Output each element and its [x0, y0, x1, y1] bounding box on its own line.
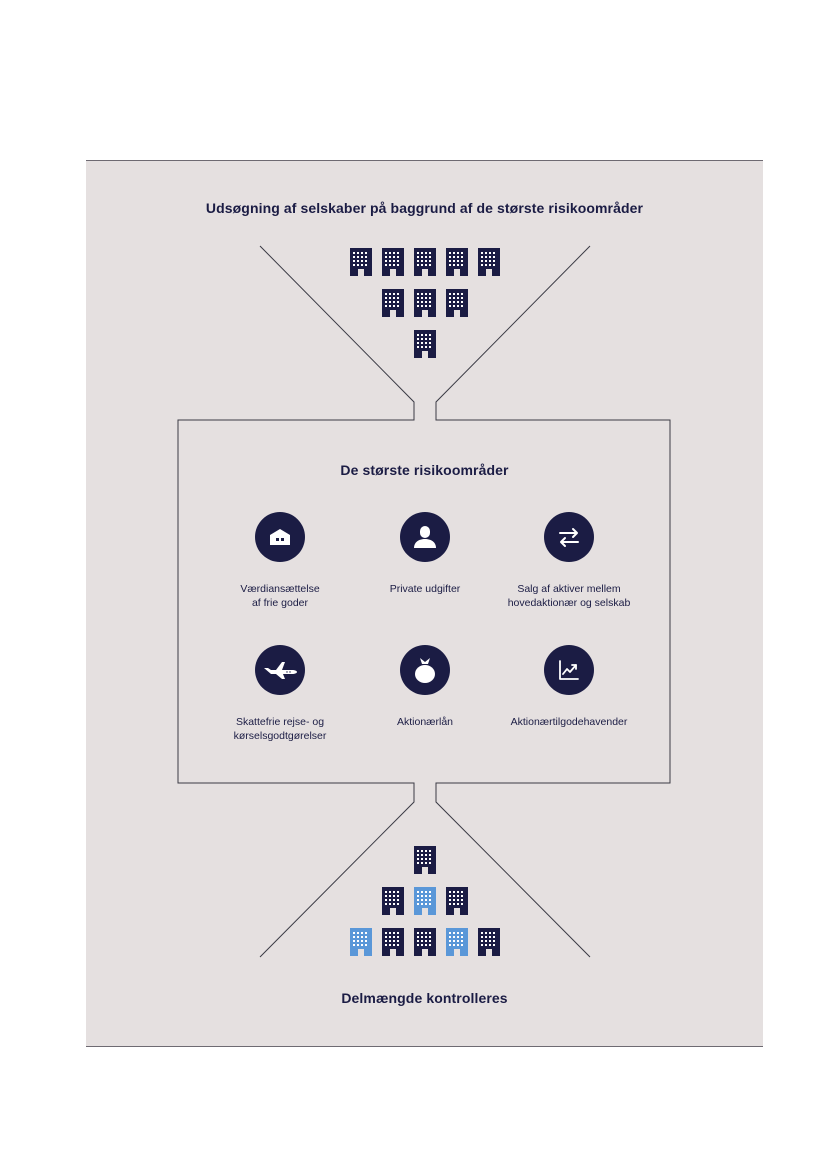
risk-area-item: Værdiansættelse af frie goder [180, 512, 380, 610]
risk-area-label: Salg af aktiver mellem hovedaktionær og … [507, 583, 631, 609]
risk-area-item: Skattefrie rejse- og kørselsgodtgørelser [180, 645, 380, 743]
building-icon [478, 248, 500, 276]
risk-area-item: Salg af aktiver mellem hovedaktionær og … [469, 512, 669, 610]
bottom-buildings [350, 846, 500, 956]
building-icon [446, 289, 468, 317]
center-title: De største risikoområder [340, 462, 509, 478]
bottom-title: Delmængde kontrolleres [341, 990, 508, 1006]
funnel-top-left-line [177, 245, 415, 958]
risk-area-label: Private udgifter [389, 583, 461, 595]
building-highlighted-icon [350, 928, 372, 956]
top-buildings [350, 248, 500, 358]
building-icon [414, 248, 436, 276]
building-icon [382, 887, 404, 915]
building-icon [414, 289, 436, 317]
person-icon [400, 512, 450, 562]
building-icon [414, 846, 436, 874]
money-bag-icon [400, 645, 450, 695]
risk-area-label: Aktionærtilgodehavender [510, 716, 628, 728]
building-icon [478, 928, 500, 956]
arrows-exchange-icon [544, 512, 594, 562]
risk-area-label: Skattefrie rejse- og kørselsgodtgørelser [233, 716, 327, 742]
risk-area-item: Aktionærtilgodehavender [469, 645, 669, 729]
risk-area-label: Aktionærlån [396, 716, 454, 728]
building-icon [414, 330, 436, 358]
airplane-icon [255, 645, 305, 695]
building-icon [382, 928, 404, 956]
funnel-top-right-line [435, 245, 671, 958]
risk-area-item: Private udgifter [325, 512, 525, 596]
building-icon [382, 289, 404, 317]
house-icon [255, 512, 305, 562]
building-highlighted-icon [446, 928, 468, 956]
building-icon [446, 248, 468, 276]
risk-area-label: Værdiansættelse af frie goder [240, 583, 320, 609]
building-icon [382, 248, 404, 276]
building-icon [414, 928, 436, 956]
top-title: Udsøgning af selskaber på baggrund af de… [205, 200, 644, 216]
building-icon [446, 887, 468, 915]
risk-area-item: Aktionærlån [325, 645, 525, 729]
building-icon [350, 248, 372, 276]
chart-trend-icon [544, 645, 594, 695]
building-highlighted-icon [414, 887, 436, 915]
